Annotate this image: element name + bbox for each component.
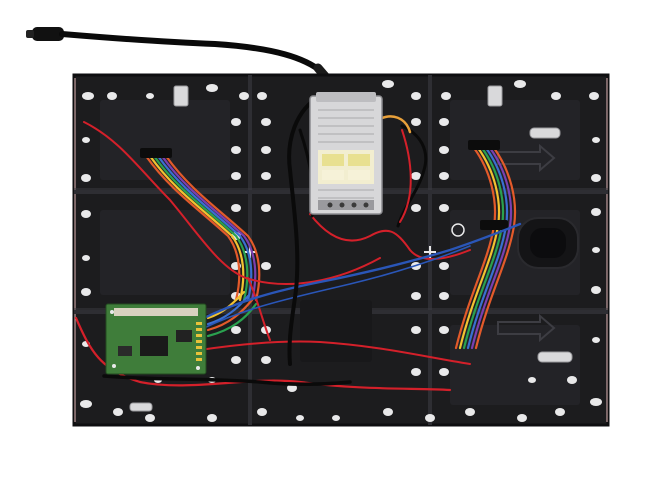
- receiving-card-chip: [140, 336, 168, 356]
- psu-fins: [318, 109, 374, 199]
- screw-marker: [451, 223, 465, 237]
- power-supply-icon: [309, 92, 383, 215]
- cabinet-handle: [517, 217, 579, 269]
- mounting-bracket-icon: [129, 85, 573, 412]
- wire-black-1: [287, 94, 322, 366]
- wire-blue-2: [203, 245, 471, 329]
- psu-terminals: [318, 200, 374, 210]
- cabinet-border: [72, 73, 610, 427]
- psu-top-bracket: [316, 92, 376, 102]
- wire-blue-1: [198, 222, 522, 322]
- module-arrows: [497, 143, 556, 343]
- panel-plates: [100, 100, 580, 405]
- power-plug-tip: [26, 30, 34, 38]
- wire-red-4: [199, 340, 471, 365]
- power-plug: [32, 27, 64, 41]
- wire-red-1: [83, 121, 381, 285]
- wire-red-6: [399, 129, 412, 223]
- receiving-card-pins: [196, 322, 202, 361]
- wire-black-3: [102, 374, 352, 387]
- receiving-card-header: [114, 308, 198, 316]
- receiving-card-icon: [105, 303, 207, 375]
- wiring-harness: [74, 94, 522, 392]
- ribbon-connectors: [140, 140, 508, 230]
- wire-red-5: [247, 277, 271, 341]
- mounting-holes: [80, 80, 602, 422]
